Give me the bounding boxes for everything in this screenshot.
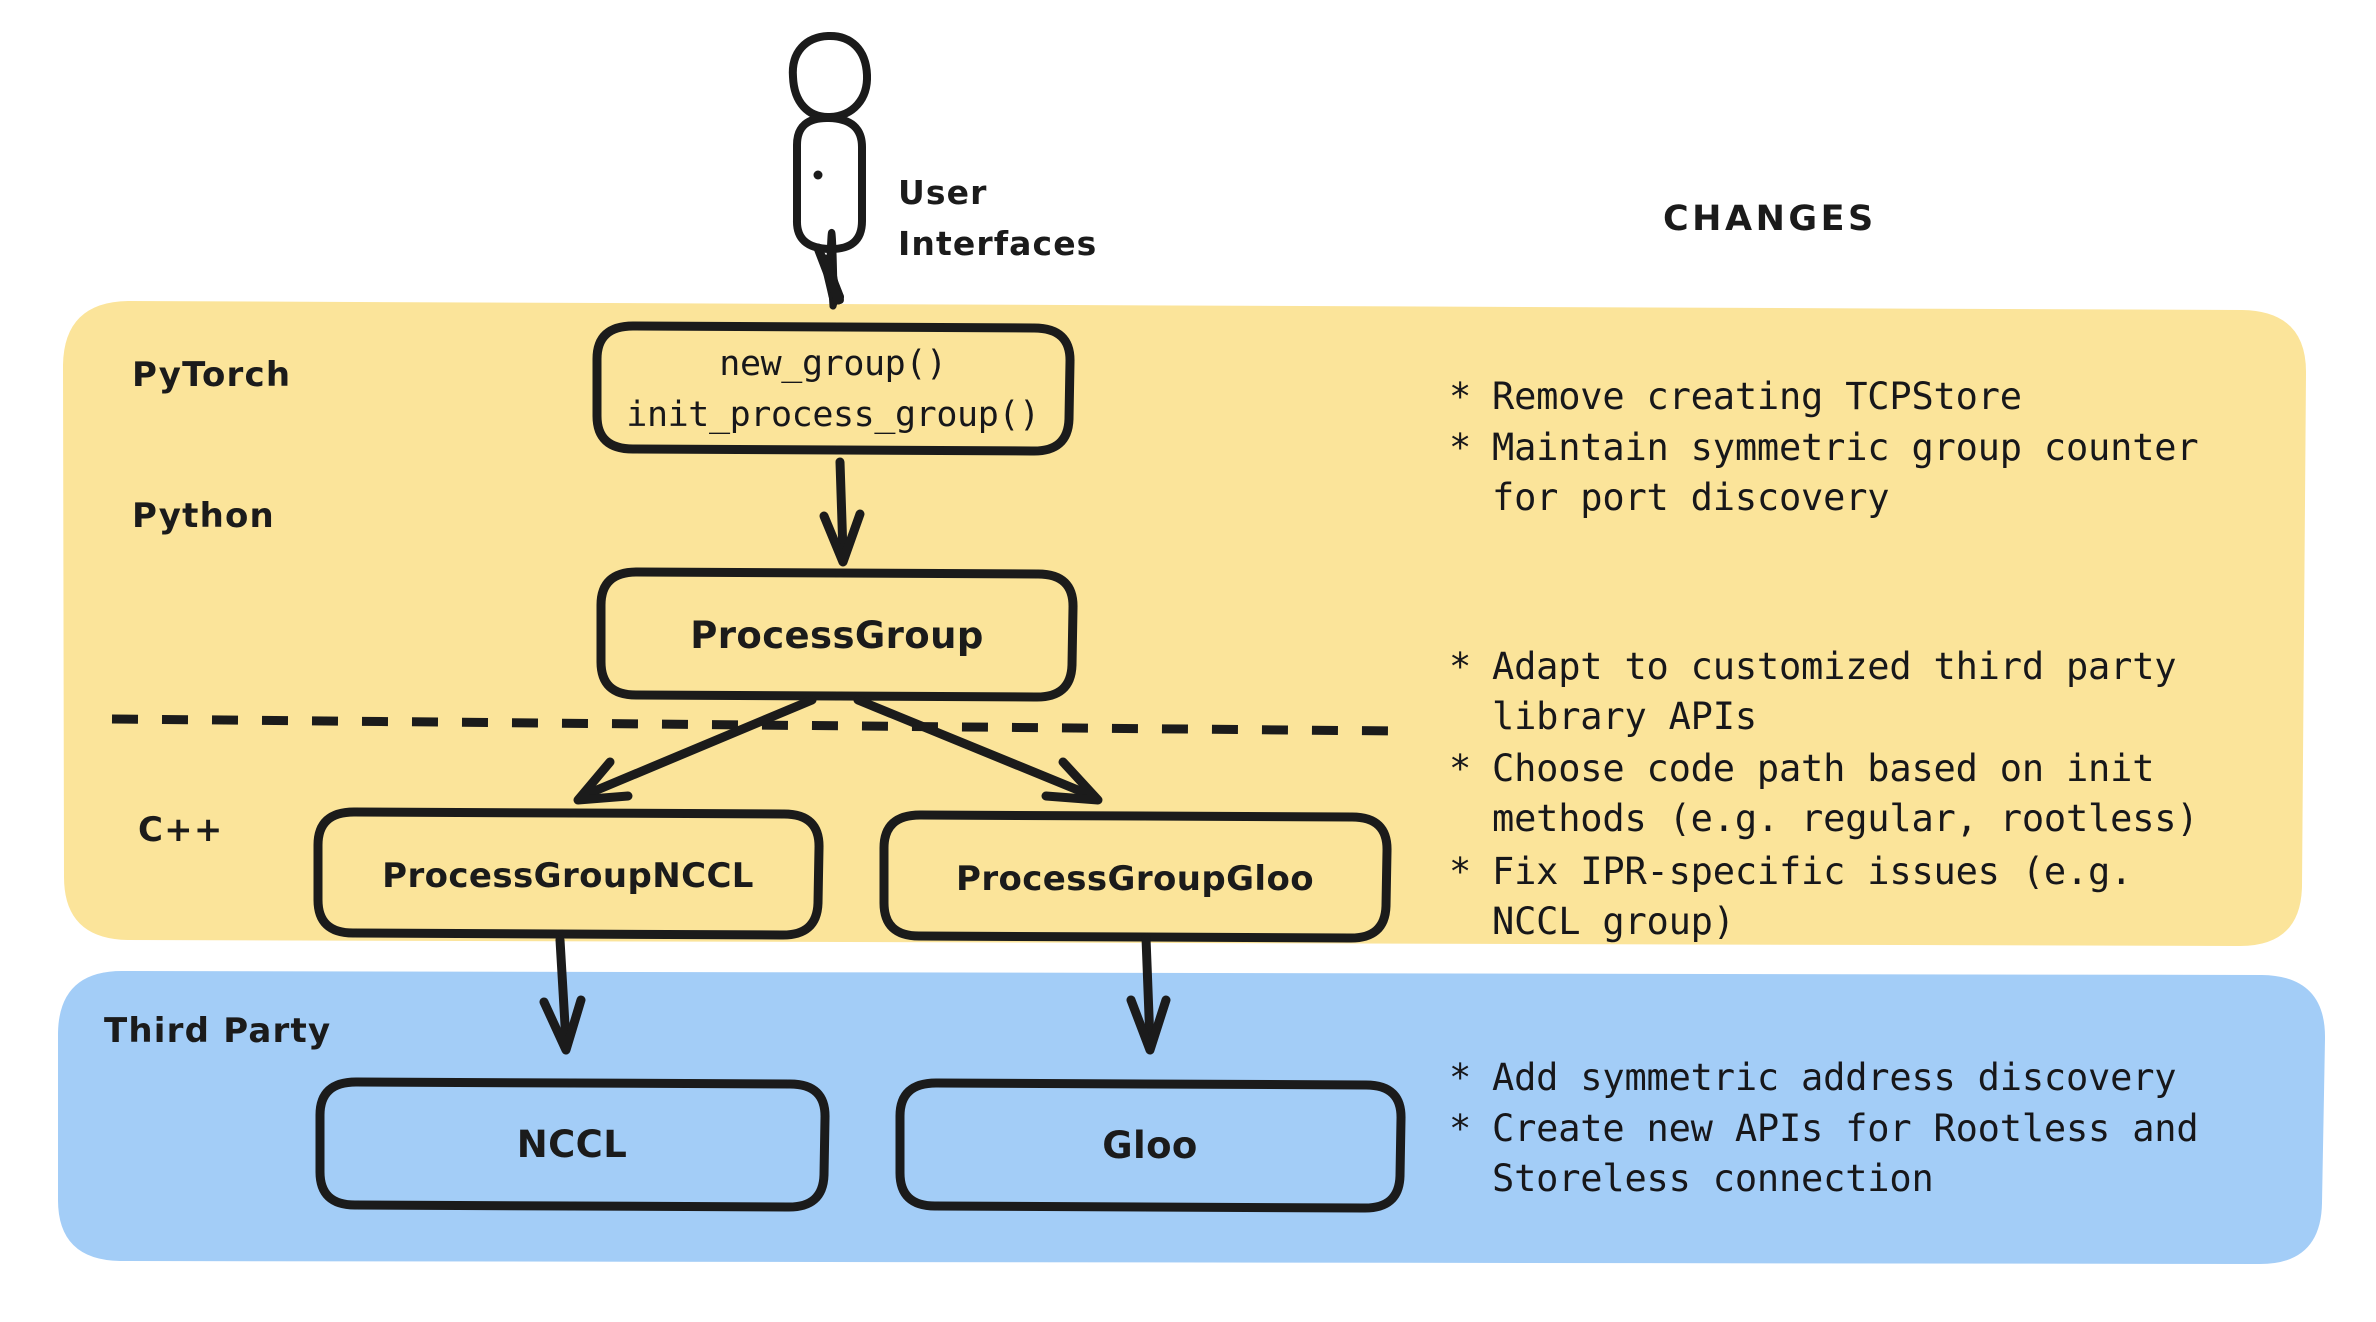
bullet-text: Fix IPR-specific issues (e.g.: [1492, 850, 2132, 893]
node-api-line2: init_process_group(): [626, 395, 1039, 435]
edge-pgnccl-to-nccl: [539, 935, 586, 1055]
bullet-text: Remove creating TCPStore: [1492, 375, 2022, 418]
bullet-text: Add symmetric address discovery: [1492, 1056, 2176, 1099]
node-processgroupnccl-label: ProcessGroupNCCL: [382, 856, 754, 896]
layer-label-third-party: Third Party: [104, 1011, 331, 1051]
edge-api-to-processgroup: [819, 457, 865, 567]
node-processgroup-box[interactable]: ProcessGroup: [596, 567, 1078, 702]
bullet-text-cont: for port discovery: [1492, 476, 1889, 519]
changes-group-third-party: * Add symmetric address discovery * Crea…: [1449, 1056, 2199, 1200]
bullet-marker: *: [1449, 375, 1471, 418]
bullet-marker: *: [1449, 645, 1471, 688]
bullet-text: Create new APIs for Rootless and: [1492, 1107, 2198, 1150]
bullet-text-cont: Storeless connection: [1492, 1157, 1934, 1200]
node-gloo-box[interactable]: Gloo: [895, 1078, 1406, 1213]
bullet-text-cont: methods (e.g. regular, rootless): [1492, 797, 2198, 840]
node-api-line1: new_group(): [719, 344, 946, 384]
bullet-text: Maintain symmetric group counter: [1492, 426, 2198, 469]
bullet-text-cont: NCCL group): [1492, 900, 1735, 943]
edge-label-user-line1: User: [898, 173, 988, 212]
yellow-panel: [63, 301, 2307, 947]
node-processgroupgloo-label: ProcessGroupGloo: [956, 859, 1314, 899]
changes-title: CHANGES: [1663, 199, 1877, 239]
node-processgroupgloo-box[interactable]: ProcessGroupGloo: [879, 810, 1392, 943]
changes-group-python: * Remove creating TCPStore * Maintain sy…: [1449, 375, 2199, 519]
bullet-marker: *: [1449, 1107, 1471, 1150]
node-nccl-box[interactable]: NCCL: [315, 1077, 830, 1212]
layer-label-python: Python: [132, 496, 275, 536]
bullet-text: Adapt to customized third party: [1492, 645, 2176, 688]
node-api-box[interactable]: new_group() init_process_group(): [592, 321, 1075, 456]
bullet-marker: *: [1449, 747, 1471, 790]
bullet-marker: *: [1449, 1056, 1471, 1099]
node-processgroup-label: ProcessGroup: [690, 614, 984, 657]
edge-pggloo-to-gloo: [1126, 933, 1171, 1055]
edge-label-user-line2: Interfaces: [898, 224, 1097, 263]
bullet-marker: *: [1449, 850, 1471, 893]
blue-panel: [57, 971, 2326, 1265]
edge-processgroup-to-pggloo: [853, 695, 1103, 805]
changes-group-cpp: * Adapt to customized third party librar…: [1449, 645, 2199, 943]
layer-label-pytorch: PyTorch: [132, 355, 291, 395]
node-processgroupnccl-box[interactable]: ProcessGroupNCCL: [313, 807, 824, 940]
bullet-text-cont: library APIs: [1492, 695, 1757, 738]
layer-label-cpp: C++: [138, 810, 224, 850]
edge-processgroup-to-pgnccl: [573, 695, 817, 805]
node-nccl-label: NCCL: [517, 1123, 627, 1166]
actor-arrow: [813, 243, 843, 305]
bullet-text: Choose code path based on init: [1492, 747, 2154, 790]
user-actor-icon: [788, 31, 872, 254]
node-gloo-label: Gloo: [1102, 1124, 1198, 1167]
python-cpp-divider: [111, 714, 1397, 736]
bullet-marker: *: [1449, 426, 1471, 469]
